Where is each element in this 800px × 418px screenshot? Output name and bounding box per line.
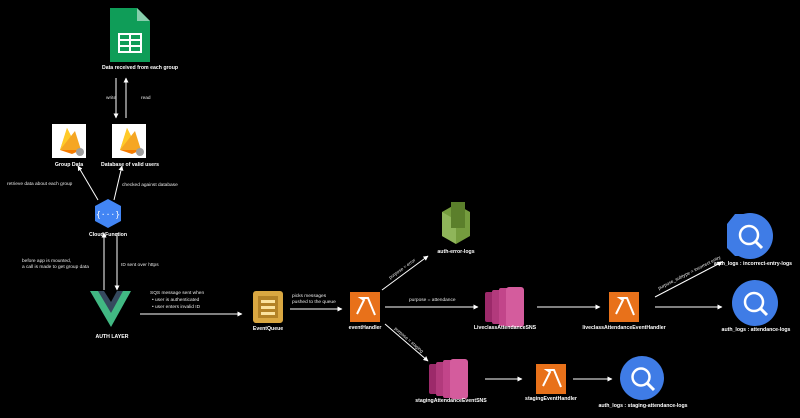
lambda-icon-staging-handler [536,364,566,394]
label-attendance-logs: auth_logs : attendance-logs [721,327,791,333]
label-auth-layer: AUTH LAYER [95,334,129,340]
lambda-icon-event-handler [350,292,380,322]
label-purpose-attendance: purpose = attendance [409,298,456,303]
label-event-queue: EventQueue [252,326,284,332]
firebase-icon-valid-users [112,124,146,158]
label-read: read [141,96,151,101]
label-group-data: Group Data [54,162,84,168]
label-sheets: Data received from each group [101,65,179,71]
label-before-mount-2: a call is made to get group data [22,265,89,270]
label-auth-error-logs: auth-error-logs [437,249,475,255]
cloud-function-icon: {···} [95,199,121,228]
arrow-subtype [654,261,723,298]
bigquery-icon-staging [620,356,664,400]
label-picks-1: picks messages [292,294,327,299]
label-event-handler: eventHandler [348,325,382,331]
label-staging-handler: stagingEventHandler [525,396,577,402]
label-picks-2: pushed to the queue [292,300,336,305]
cloudwatch-logs-icon [442,202,470,244]
label-sqs-2: • user is authenticated [152,298,200,303]
label-liveclass-sns: LiveclassAttendanceSNS [473,325,537,331]
label-valid-users-db: Database of valid users [101,162,159,168]
google-sheets-icon [110,8,150,62]
label-staging-sns: stagingAttendanceEventSNS [415,398,487,404]
label-checked: checked against database [122,183,178,188]
firebase-icon-group-data [52,124,86,158]
label-purpose-error: purpose = error [388,257,417,280]
label-sqs-1: SQS message sent when [150,291,205,296]
arrow-staging [384,323,429,362]
arrow-lines [77,77,723,382]
label-before-mount-1: before app is mounted, [22,259,72,264]
label-retrieve: retrieve data about each group [7,182,73,187]
label-purpose-subtype: purpose_subtype = incorrect entry [657,254,722,290]
label-sqs-3: • user enters invalid ID [152,305,201,310]
sns-icon-liveclass [485,287,524,327]
bigquery-icon-attendance [732,280,778,326]
label-write: write [106,96,117,101]
arrow-retrieve [77,165,99,201]
sns-icon-staging [429,359,468,399]
label-staging-logs: auth_logs : staging-attendance-logs [598,403,688,409]
label-incorrect-entry-logs: auth_logs : incorrect-entry-logs [713,261,793,267]
sqs-queue-icon [253,291,283,323]
label-liveclass-handler: liveclassAttendanceEventHandler [582,325,666,331]
lambda-icon-liveclass-handler [609,292,639,322]
vue-logo-icon [90,291,131,327]
label-id-sent: ID sent over https [121,263,159,268]
svg-text:{···}: {···} [96,210,120,219]
bigquery-icon-incorrect-entry [727,213,773,259]
label-cloud-function: Cloud Function [88,232,128,238]
arrow-checked [113,165,124,201]
arrow-error [381,255,429,291]
label-purpose-staging: purpose = staging [394,326,425,354]
